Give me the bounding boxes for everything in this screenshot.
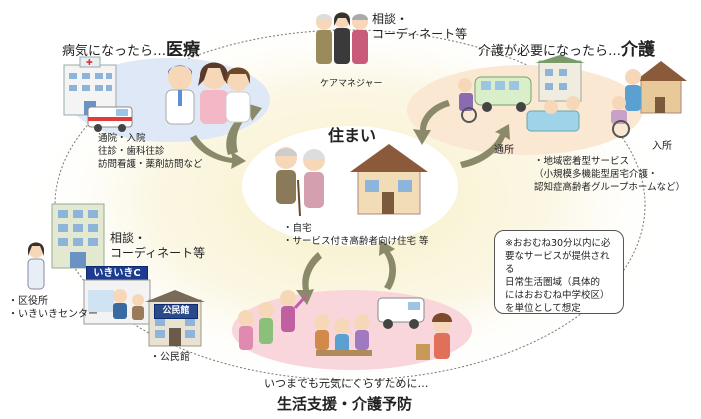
care-nyusho-label: 入所 — [652, 141, 672, 152]
medical-line-3: 訪問看護・薬剤訪問など — [98, 159, 203, 170]
medical-line-1: 通院・入院 — [98, 133, 146, 144]
care-title-big: 介護 — [621, 40, 656, 60]
care-services: ・地域密着型サービス （小規模多機能型居宅介護・ 認知症高齢者グループホームなど… — [534, 155, 685, 194]
housing-line-2: ・サービス付き高齢者向け住宅 等 — [283, 236, 429, 247]
consult-left-offices: ・区役所 ・いきいきセンター — [8, 295, 98, 321]
office-line-2: ・いきいきセンター — [8, 309, 98, 320]
care-title: 介護が必要になったら…介護 — [478, 35, 655, 60]
consult-left-line-1: 相談・ — [110, 231, 147, 245]
housing-line-1: ・自宅 — [283, 223, 312, 234]
care-manager-caption: ケアマネジャー — [320, 79, 383, 89]
arrow-housing-medical — [226, 103, 262, 155]
consult-left-line-2: コーディネート等 — [110, 246, 206, 260]
care-tsusho-label: 通所 — [494, 145, 514, 156]
care-title-prefix: 介護が必要になったら… — [478, 44, 622, 59]
support-subtitle: いつまでも元気にくらすために… — [264, 377, 429, 390]
arrow-housing-care — [460, 124, 510, 168]
consult-top-line-1: 相談・ — [372, 12, 409, 26]
note-line-4: にはおおむね中学校区） — [505, 290, 610, 301]
hospital-illustration: ✚ — [63, 56, 133, 132]
medical-title-prefix: 病気になったら… — [62, 44, 167, 59]
care-line-2: （小規模多機能型居宅介護・ — [534, 169, 658, 180]
care-illustration — [458, 55, 687, 138]
note-line-2: 要なサービスが提供される — [505, 251, 610, 275]
note-line-5: を単位として想定 — [505, 303, 581, 314]
delivery-van-icon — [377, 297, 425, 329]
staff-woman-illustration — [27, 242, 45, 290]
note-line-3: 日常生活圏域（具体的 — [505, 277, 601, 288]
medical-title: 病気になったら…医療 — [62, 35, 200, 60]
kominkan-label: ・公民館 — [150, 352, 190, 363]
arrow-support-housing — [379, 240, 396, 290]
medical-title-big: 医療 — [166, 40, 201, 60]
arrow-medical-housing — [190, 135, 246, 169]
consult-top-text: 相談・ コーディネート等 — [372, 12, 467, 42]
support-title: 生活支援・介護予防 — [277, 395, 413, 413]
outer-dashed-ring — [54, 29, 646, 381]
ambulance-icon — [87, 106, 133, 132]
care-line-3: 認知症高齢者グループホームなど） — [534, 182, 686, 193]
consult-left-text: 相談・ コーディネート等 — [110, 231, 205, 261]
svg-text:✚: ✚ — [86, 58, 93, 67]
arrow-care-housing — [413, 100, 450, 145]
consult-top-line-2: コーディネート等 — [372, 27, 468, 41]
daycare-bus-icon — [474, 76, 532, 112]
care-manager-illustration — [316, 12, 368, 64]
kominkan-sign: 公民館 — [154, 304, 198, 319]
housing-title: 住まい — [328, 126, 377, 145]
note-box: ※おおむね30分以内に必 要なサービスが提供される 日常生活圏域（具体的 にはお… — [494, 230, 624, 314]
medical-line-2: 往診・歯科往診 — [98, 146, 165, 157]
note-line-1: ※おおむね30分以内に必 — [505, 238, 611, 249]
ward-office-illustration — [51, 203, 105, 269]
arrow-housing-support — [296, 252, 322, 305]
ikiiki-center-illustration — [83, 279, 151, 325]
support-illustration — [238, 290, 452, 360]
housing-illustration — [275, 144, 428, 217]
housing-lines: ・自宅 ・サービス付き高齢者向け住宅 等 — [283, 222, 429, 248]
medical-services: 通院・入院 往診・歯科往診 訪問看護・薬剤訪問など — [98, 132, 203, 171]
care-line-1: ・地域密着型サービス — [534, 156, 630, 167]
office-line-1: ・区役所 — [8, 296, 48, 307]
doctors-illustration — [165, 62, 251, 125]
